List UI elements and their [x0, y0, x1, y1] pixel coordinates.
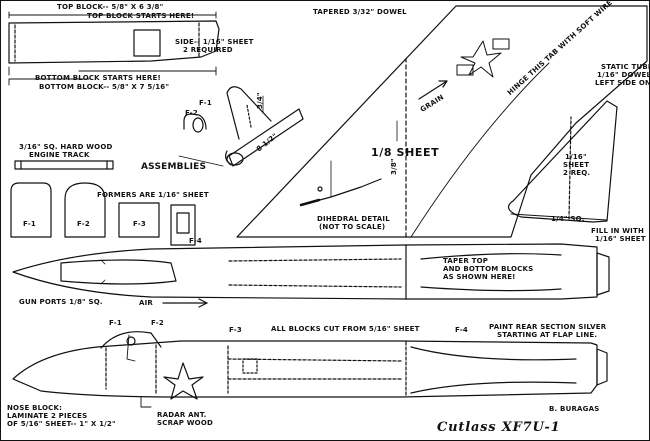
tail-sheet-type-label: SHEET — [563, 161, 590, 169]
former-f1-label: F-1 — [23, 220, 36, 228]
fuselage-assembly — [178, 86, 304, 167]
assembly-f1-label: F-1 — [199, 99, 212, 107]
side-f2-label: F-2 — [151, 319, 164, 327]
fuselage-top-view — [12, 243, 610, 300]
fill-in-sheet-label: 1/16" SHEET — [595, 235, 646, 243]
engine-track-part — [14, 160, 114, 170]
taper-blocks-label: TAPER TOP — [443, 257, 489, 265]
tail-required-label: 2 REQ. — [563, 169, 591, 177]
main-wing — [236, 5, 648, 238]
nose-block-laminate-label: LAMINATE 2 PIECES — [7, 412, 88, 420]
side-f3-label: F-3 — [229, 326, 242, 334]
nose-block-size-label: OF 5/16" SHEET-- 1" X 1/2" — [7, 420, 116, 428]
designer-credit: B. BURAGAS — [549, 405, 600, 413]
assembly-dim-label: 3/4" — [256, 92, 264, 109]
static-tube-label: STATIC TUBE — [601, 63, 650, 71]
grain-arrow-head — [438, 80, 448, 88]
side-f4-label: F-4 — [455, 326, 468, 334]
fuselage-side-view — [12, 331, 608, 408]
plan-title: Cutlass XF7U-1 — [437, 420, 561, 435]
former-f2-label: F-2 — [77, 220, 90, 228]
wing-sheet-label: 1/8 SHEET — [371, 146, 440, 159]
former-f4-label: F-4 — [189, 237, 202, 245]
dihedral-scale-label: (NOT TO SCALE) — [319, 223, 386, 231]
fill-in-label: FILL IN WITH — [591, 227, 645, 235]
side-required-label: 2 REQUIRED — [183, 46, 233, 54]
tail-spar-label: 1/4" SQ. — [551, 215, 585, 223]
radar-antenna-label: RADAR ANT. — [157, 411, 207, 419]
engine-track-label: ENGINE TRACK — [29, 151, 90, 159]
tail-sheet-label: 1/16" — [565, 153, 587, 161]
paint-label: PAINT REAR SECTION SILVER — [489, 323, 607, 331]
dihedral-detail — [299, 160, 382, 207]
top-block-dim-label: TOP BLOCK-- 5/8" X 6 3/8" — [57, 3, 164, 11]
dihedral-detail-label: DIHEDRAL DETAIL — [317, 215, 390, 223]
tapered-dowel-label: TAPERED 3/32" DOWEL — [313, 8, 407, 16]
bottom-block-dim-label: BOTTOM BLOCK-- 5/8" X 7 5/16" — [39, 83, 170, 91]
grain-arrow — [418, 80, 448, 100]
assembly-f2-label: F-2 — [185, 109, 198, 117]
taper-blocks-note-label: AS SHOWN HERE! — [443, 273, 516, 281]
vertical-tail — [507, 100, 618, 223]
gun-ports-label: GUN PORTS 1/8" SQ. — [19, 298, 103, 306]
bottom-block-start-label: BOTTOM BLOCK STARTS HERE! — [35, 74, 161, 82]
wing-insignia — [456, 38, 510, 78]
formers — [10, 182, 196, 246]
side-f1-label: F-1 — [109, 319, 122, 327]
blocks-cut-label: ALL BLOCKS CUT FROM 5/16" SHEET — [271, 325, 420, 333]
formers-title-label: FORMERS ARE 1/16" SHEET — [97, 191, 209, 199]
nose-block-label: NOSE BLOCK: — [7, 404, 63, 412]
radar-material-label: SCRAP WOOD — [157, 419, 213, 427]
air-label: AIR — [139, 299, 154, 307]
side-panel-part — [8, 11, 220, 86]
top-block-start-label: TOP BLOCK STARTS HERE! — [87, 12, 195, 20]
engine-track-material-label: 3/16" SQ. HARD WOOD — [19, 143, 113, 151]
taper-blocks-detail-label: AND BOTTOM BLOCKS — [443, 265, 534, 273]
former-f3-label: F-3 — [133, 220, 146, 228]
side-sheet-label: SIDE-- 1/16" SHEET — [175, 38, 254, 46]
static-tube-dowel-label: 1/16" DOWEL ON — [597, 71, 650, 79]
assemblies-label: ASSEMBLIES — [141, 162, 207, 172]
paint-detail-label: STARTING AT FLAP LINE. — [497, 331, 598, 339]
air-arrow-head — [198, 298, 208, 308]
wing-dim-label: 3/8" — [390, 158, 398, 175]
static-tube-side-label: LEFT SIDE ONLY — [595, 79, 650, 87]
